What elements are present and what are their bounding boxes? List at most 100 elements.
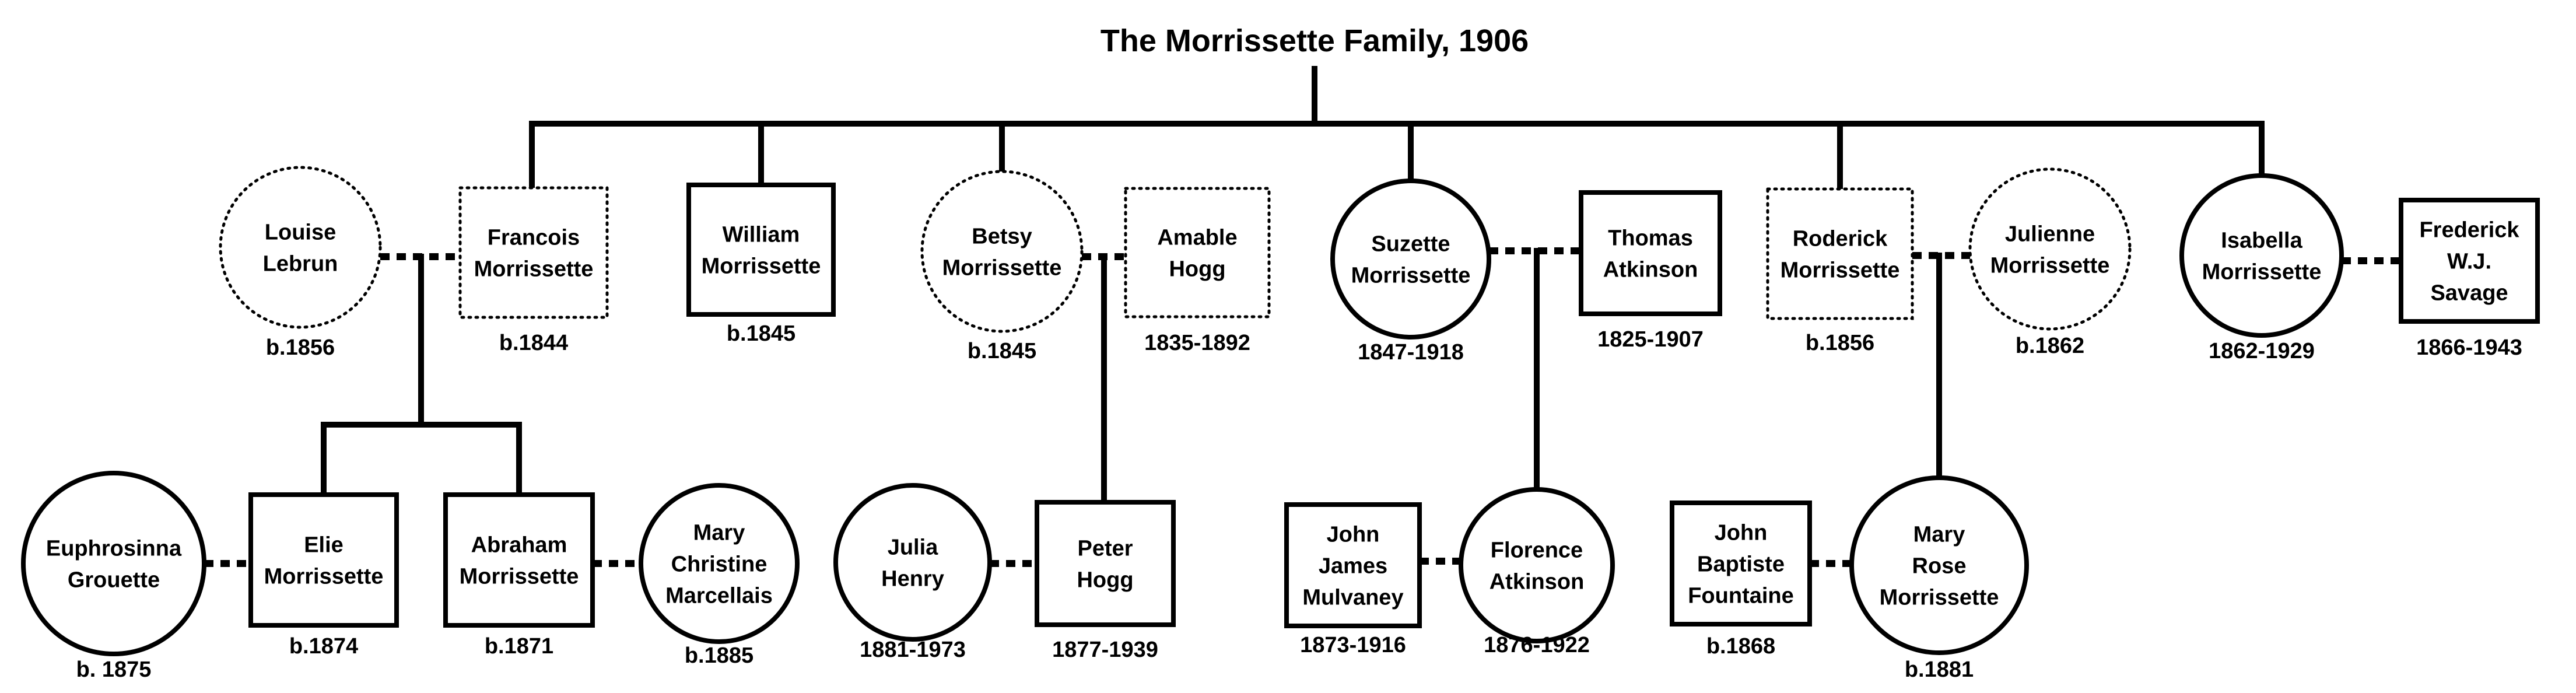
person-name-line: John	[1715, 520, 1768, 545]
person-name-line: Morrissette	[1990, 253, 2110, 278]
person-dates: 1876-1922	[1484, 633, 1590, 657]
person-name-line: Francois	[488, 225, 580, 250]
person-dates: b.1881	[1905, 657, 1974, 682]
person-name-line: Savage	[2430, 281, 2508, 305]
person-dates: 1873-1916	[1300, 633, 1406, 657]
person-dates: b.1856	[266, 335, 335, 360]
person-name-line: Hogg	[1077, 568, 1133, 592]
person-dates: b.1871	[485, 634, 553, 659]
person-name-line: Baptiste	[1697, 552, 1785, 576]
person-name-line: Morrissette	[264, 564, 384, 589]
person-name-line: Roderick	[1793, 226, 1888, 251]
female-circle	[2179, 173, 2344, 338]
person-name-line: Euphrosinna	[46, 536, 182, 561]
male-square	[1670, 501, 1812, 626]
person-name-line: Julia	[888, 535, 938, 559]
person-name-line: Abraham	[471, 533, 567, 557]
male-square	[1284, 502, 1422, 628]
female-circle	[639, 483, 800, 644]
female-circle	[833, 483, 992, 642]
connector-lines	[204, 66, 2401, 567]
male-square	[248, 492, 399, 628]
person-dates: b.1874	[289, 634, 358, 659]
person-dates: 1881-1973	[860, 638, 966, 662]
person-dates: b.1845	[727, 321, 795, 346]
person-name-line: James	[1319, 554, 1387, 578]
person-name-line: Henry	[881, 566, 944, 591]
person-dates: b.1856	[1806, 331, 1874, 355]
person-name-line: Peter	[1077, 536, 1133, 561]
person-name-line: Morrissette	[1880, 585, 1999, 610]
person-name-line: Rose	[1912, 554, 1967, 578]
male-square	[2399, 198, 2540, 324]
person-nodes: LouiseLebrunb.1856FrancoisMorrissetteb.1…	[21, 166, 2540, 682]
person-name-line: Morrissette	[2202, 260, 2322, 284]
person-name-line: Mary	[1913, 522, 1965, 547]
person-name-line: Julienne	[2005, 222, 2095, 246]
person-dates: b.1862	[2016, 334, 2084, 358]
person-name-line: Suzette	[1371, 232, 1450, 256]
person-name-line: Elie	[304, 533, 344, 557]
male-square	[1579, 190, 1722, 316]
person-name-line: Florence	[1491, 538, 1583, 562]
male-square	[686, 183, 836, 317]
person-dates: 1825-1907	[1597, 327, 1704, 352]
male-square	[443, 492, 595, 628]
person-name-line: Mary	[693, 520, 745, 545]
person-name-line: Hogg	[1169, 257, 1225, 281]
female-circle	[1459, 487, 1615, 643]
person-name-line: Atkinson	[1603, 257, 1698, 282]
female-circle	[219, 166, 382, 329]
person-dates: 1866-1943	[2416, 335, 2522, 360]
person-dates: b. 1875	[76, 657, 152, 682]
person-name-line: Morrissette	[942, 256, 1062, 280]
person-dates: 1835-1892	[1144, 331, 1250, 355]
person-dates: 1847-1918	[1358, 340, 1464, 365]
person-name-line: Frederick	[2419, 218, 2519, 242]
person-name-line: Grouette	[68, 568, 160, 592]
person-name-line: Louise	[265, 220, 336, 244]
person-name-line: Mulvaney	[1302, 585, 1403, 610]
male-square	[1766, 187, 1914, 320]
person-name-line: Amable	[1157, 225, 1237, 250]
female-circle	[920, 170, 1084, 333]
person-name-line: Atkinson	[1489, 569, 1585, 594]
person-name-line: Lebrun	[263, 251, 338, 276]
person-name-line: W.J.	[2447, 249, 2491, 274]
person-name-line: Thomas	[1608, 226, 1693, 250]
person-dates: b.1885	[685, 643, 753, 668]
person-dates: 1862-1929	[2209, 339, 2315, 363]
person-name-line: Marcellais	[665, 583, 773, 608]
person-name-line: Christine	[671, 552, 767, 576]
person-name-line: Morrissette	[1781, 258, 1900, 282]
female-circle	[21, 471, 206, 656]
person-dates: b.1845	[968, 339, 1036, 363]
person-name-line: Morrissette	[1351, 263, 1471, 288]
male-square	[1124, 187, 1271, 318]
person-dates: b.1844	[499, 331, 568, 355]
person-name-line: John	[1327, 522, 1380, 547]
person-name-line: William	[723, 222, 800, 247]
male-square	[1035, 500, 1176, 627]
person-name-line: Fountaine	[1688, 583, 1794, 608]
person-name-line: Morrissette	[460, 564, 579, 589]
